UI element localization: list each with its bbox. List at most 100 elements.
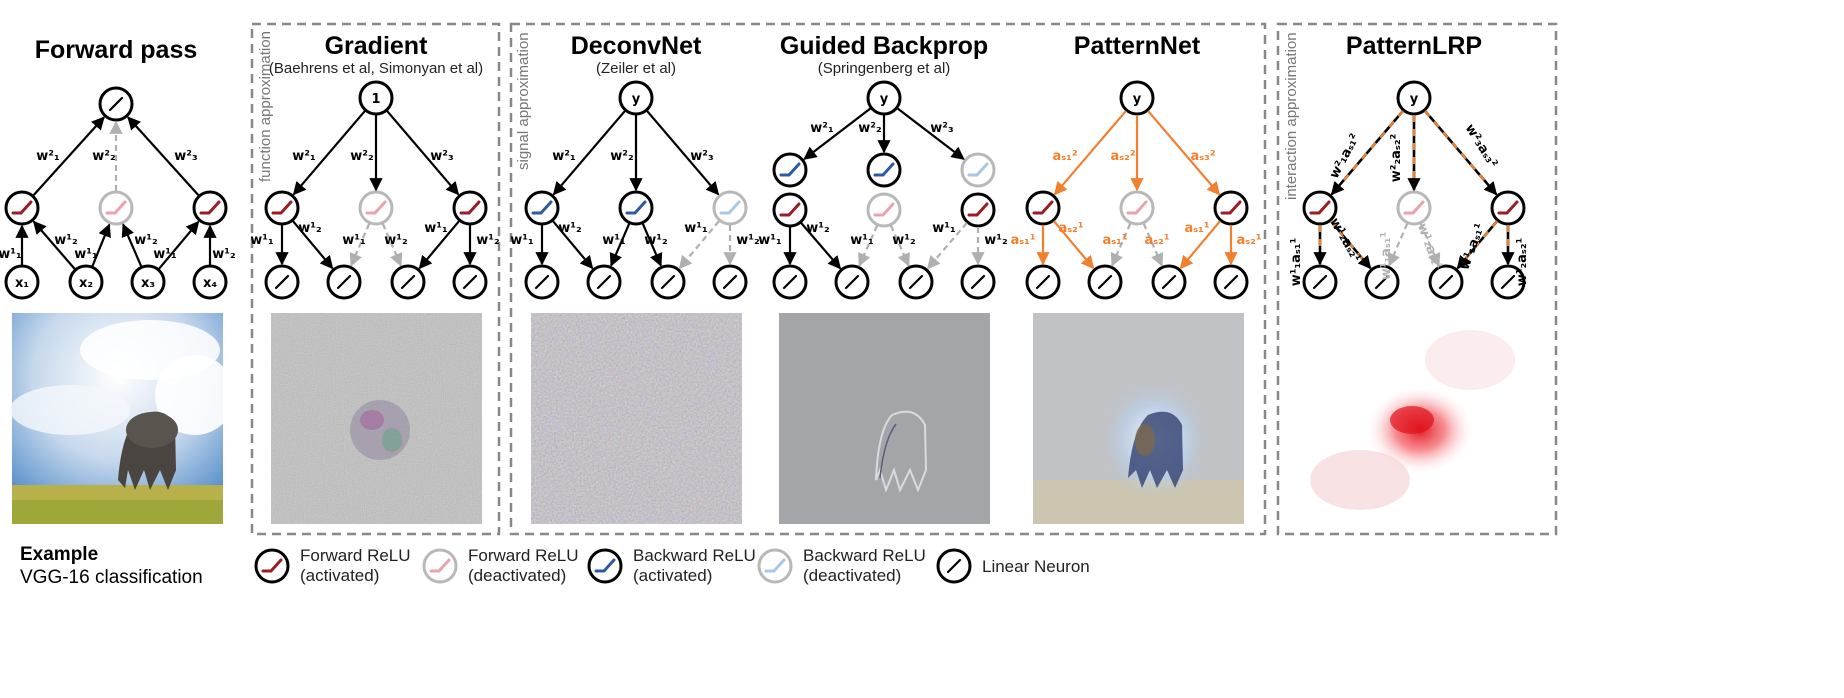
patternlrp-w-top-1: w²₁aₛ₁²	[1327, 131, 1363, 181]
forward-w-bottom-6: w¹₂	[212, 247, 235, 262]
patternlrp-hidden-3	[1490, 190, 1526, 226]
deconvnet-edge-2	[552, 220, 594, 270]
gradient-w-bottom-1: w¹₁	[250, 233, 273, 248]
patternlrp-w-top-2: w²₂aₛ₂²	[1389, 134, 1404, 183]
guided-w-top-3: w²₃	[930, 121, 953, 136]
gradient-w-top-1: w²₁	[292, 149, 315, 164]
patternnet-root-neuron: y	[1119, 80, 1155, 116]
patternlrp-w-top-3: w²₃aₛ₃²	[1462, 122, 1500, 171]
deconvnet-w-bottom-5: w¹₁	[684, 221, 707, 236]
guided-w-bottom-3: w¹₁	[850, 233, 873, 248]
patternlrp-title: PatternLRP	[1346, 32, 1482, 60]
forward-edge-top-1	[32, 116, 105, 197]
patternnet-edge-3	[1110, 223, 1132, 267]
deconvnet-hidden-2	[618, 190, 654, 226]
deconvnet-hidden-1	[524, 190, 560, 226]
forward-w-bottom-5: w¹₁	[153, 247, 176, 262]
patternnet-w-top-3: aₛ₃²	[1190, 149, 1215, 164]
patternnet-elephant	[1033, 380, 1244, 524]
forward-hidden-2	[98, 190, 134, 226]
gradient-output-1	[264, 264, 300, 300]
patternnet-w-bottom-5: aₛ₁¹	[1184, 221, 1209, 236]
patternlrp-edge-4	[1419, 223, 1441, 267]
gradient-edge-5	[418, 220, 460, 270]
deconvnet-w-top-2: w²₂	[610, 149, 633, 164]
guided-backward-relu-3	[960, 152, 996, 188]
patternnet-hidden-2	[1119, 190, 1155, 226]
guided-backward-relu-2	[866, 152, 902, 188]
guided-edge-2	[800, 222, 842, 270]
svg-text:y: y	[632, 92, 641, 107]
gradient-box	[250, 22, 501, 536]
patternlrp-blob	[1310, 330, 1515, 510]
patternlrp-output-3	[1428, 264, 1464, 300]
deconvnet-hidden-3	[712, 190, 748, 226]
gradient-heatmap	[271, 313, 482, 524]
patternlrp-w-bottom-6: w¹₂aₛ₂¹	[1515, 238, 1530, 287]
linear-neuron-icon	[936, 548, 972, 584]
forward-relu-deactivated-icon	[422, 548, 458, 584]
legend-sublabel-4: (deactivated)	[803, 566, 901, 585]
deconvnet-w-bottom-2: w¹₂	[558, 221, 581, 236]
signal-approximation-label: signal approximation	[515, 32, 532, 170]
legend-sublabel-2: (deactivated)	[468, 566, 566, 585]
legend-label-3: Backward ReLU	[633, 546, 756, 565]
patternnet-w-top-1: aₛ₁²	[1052, 149, 1077, 164]
forward-w-bottom-2: w¹₂	[54, 233, 77, 248]
forward-w-bottom-3: w¹₁	[74, 247, 97, 262]
deconvnet-w-bottom-6: w¹₂	[736, 233, 759, 248]
legend-sublabel-3: (activated)	[633, 566, 712, 585]
gradient-hidden-3	[452, 190, 488, 226]
deconvnet-edge-top-3	[646, 110, 720, 196]
function-approximation-label: function approximation	[257, 31, 274, 182]
patternlrp-edge-top-1	[1330, 110, 1404, 196]
guided-output-3	[898, 264, 934, 300]
gradient-edge-top-3	[386, 110, 460, 196]
guided-w-bottom-2: w¹₂	[806, 221, 829, 236]
svg-text:x₄: x₄	[203, 276, 217, 291]
svg-text:1: 1	[371, 92, 380, 107]
patternnet-output-3	[1151, 264, 1187, 300]
deconvnet-w-bottom-3: w¹₁	[602, 233, 625, 248]
forward-w-top-1: w²₁	[36, 149, 59, 164]
patternnet-w-bottom-3: aₛ₁¹	[1102, 233, 1127, 248]
guided-backprop-heatmap	[779, 313, 990, 524]
patternlrp-root-neuron: y	[1396, 80, 1432, 116]
gradient-edge-2	[292, 220, 334, 270]
legend-item-1: Forward ReLU(activated)	[254, 546, 411, 585]
patternlrp-hidden-2	[1396, 190, 1432, 226]
svg-text:y: y	[1410, 92, 1419, 107]
backward-relu-deactivated-icon	[757, 548, 793, 584]
forward-hidden-3	[192, 190, 228, 226]
guided-w-bottom-5: w¹₁	[932, 221, 955, 236]
forward-w-bottom-4: w¹₂	[134, 233, 157, 248]
guided-edge-5	[926, 222, 968, 270]
patternnet-output-2	[1087, 264, 1123, 300]
gradient-output-3	[390, 264, 426, 300]
forward-output-neuron	[98, 86, 134, 122]
patternlrp-output-2	[1364, 264, 1400, 300]
gradient-w-bottom-5: w¹₁	[424, 221, 447, 236]
forward-input-4: x₄	[192, 264, 228, 300]
forward-edge-2	[32, 220, 76, 270]
gradient-output-2	[326, 264, 362, 300]
guided-output-1	[772, 264, 808, 300]
gradient-subtitle: (Baehrens et al, Simonyan et al)	[269, 60, 483, 77]
patternnet-w-bottom-4: aₛ₂¹	[1144, 233, 1169, 248]
guided-output-4	[960, 264, 996, 300]
example-subtitle: VGG-16 classification	[20, 567, 203, 588]
forward-w-bottom-1: w¹₁	[0, 247, 22, 262]
gradient-heatmap-blob	[350, 400, 410, 460]
patternlrp-w-bottom-4: w¹₂aₛ₂¹	[1414, 221, 1445, 272]
guided-hidden-2	[866, 192, 902, 228]
patternnet-output-1	[1025, 264, 1061, 300]
gradient-title: Gradient	[325, 32, 428, 60]
legend-item-2: Forward ReLU(deactivated)	[422, 546, 579, 585]
svg-text:x₁: x₁	[15, 276, 29, 291]
svg-text:y: y	[880, 92, 889, 107]
guided-w-bottom-6: w¹₂	[984, 233, 1007, 248]
patternnet-hidden-3	[1213, 190, 1249, 226]
patternlrp-hidden-1	[1302, 190, 1338, 226]
patternnet-edge-top-1	[1053, 110, 1127, 196]
guided-root-neuron: y	[866, 80, 902, 116]
